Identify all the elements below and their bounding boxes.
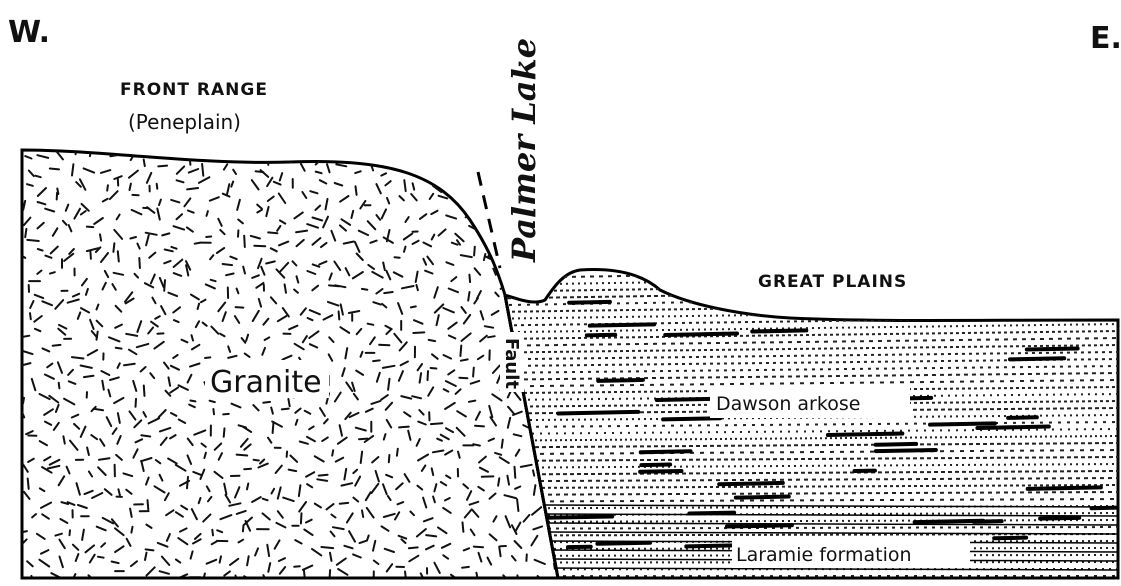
east-label: E.	[1090, 21, 1121, 56]
dawson-arkose-label: Dawson arkose	[716, 393, 860, 415]
fault-label: Fault	[501, 338, 522, 389]
west-label: W.	[8, 15, 50, 50]
laramie-formation-label: Laramie formation	[736, 544, 912, 566]
great-plains-label: GREAT PLAINS	[758, 272, 907, 292]
front-range-label: FRONT RANGE	[120, 80, 268, 100]
peneplain-label: (Peneplain)	[128, 110, 241, 134]
granite-label: Granite	[210, 365, 322, 400]
palmer-lake-label: Palmer Lake	[505, 38, 543, 263]
